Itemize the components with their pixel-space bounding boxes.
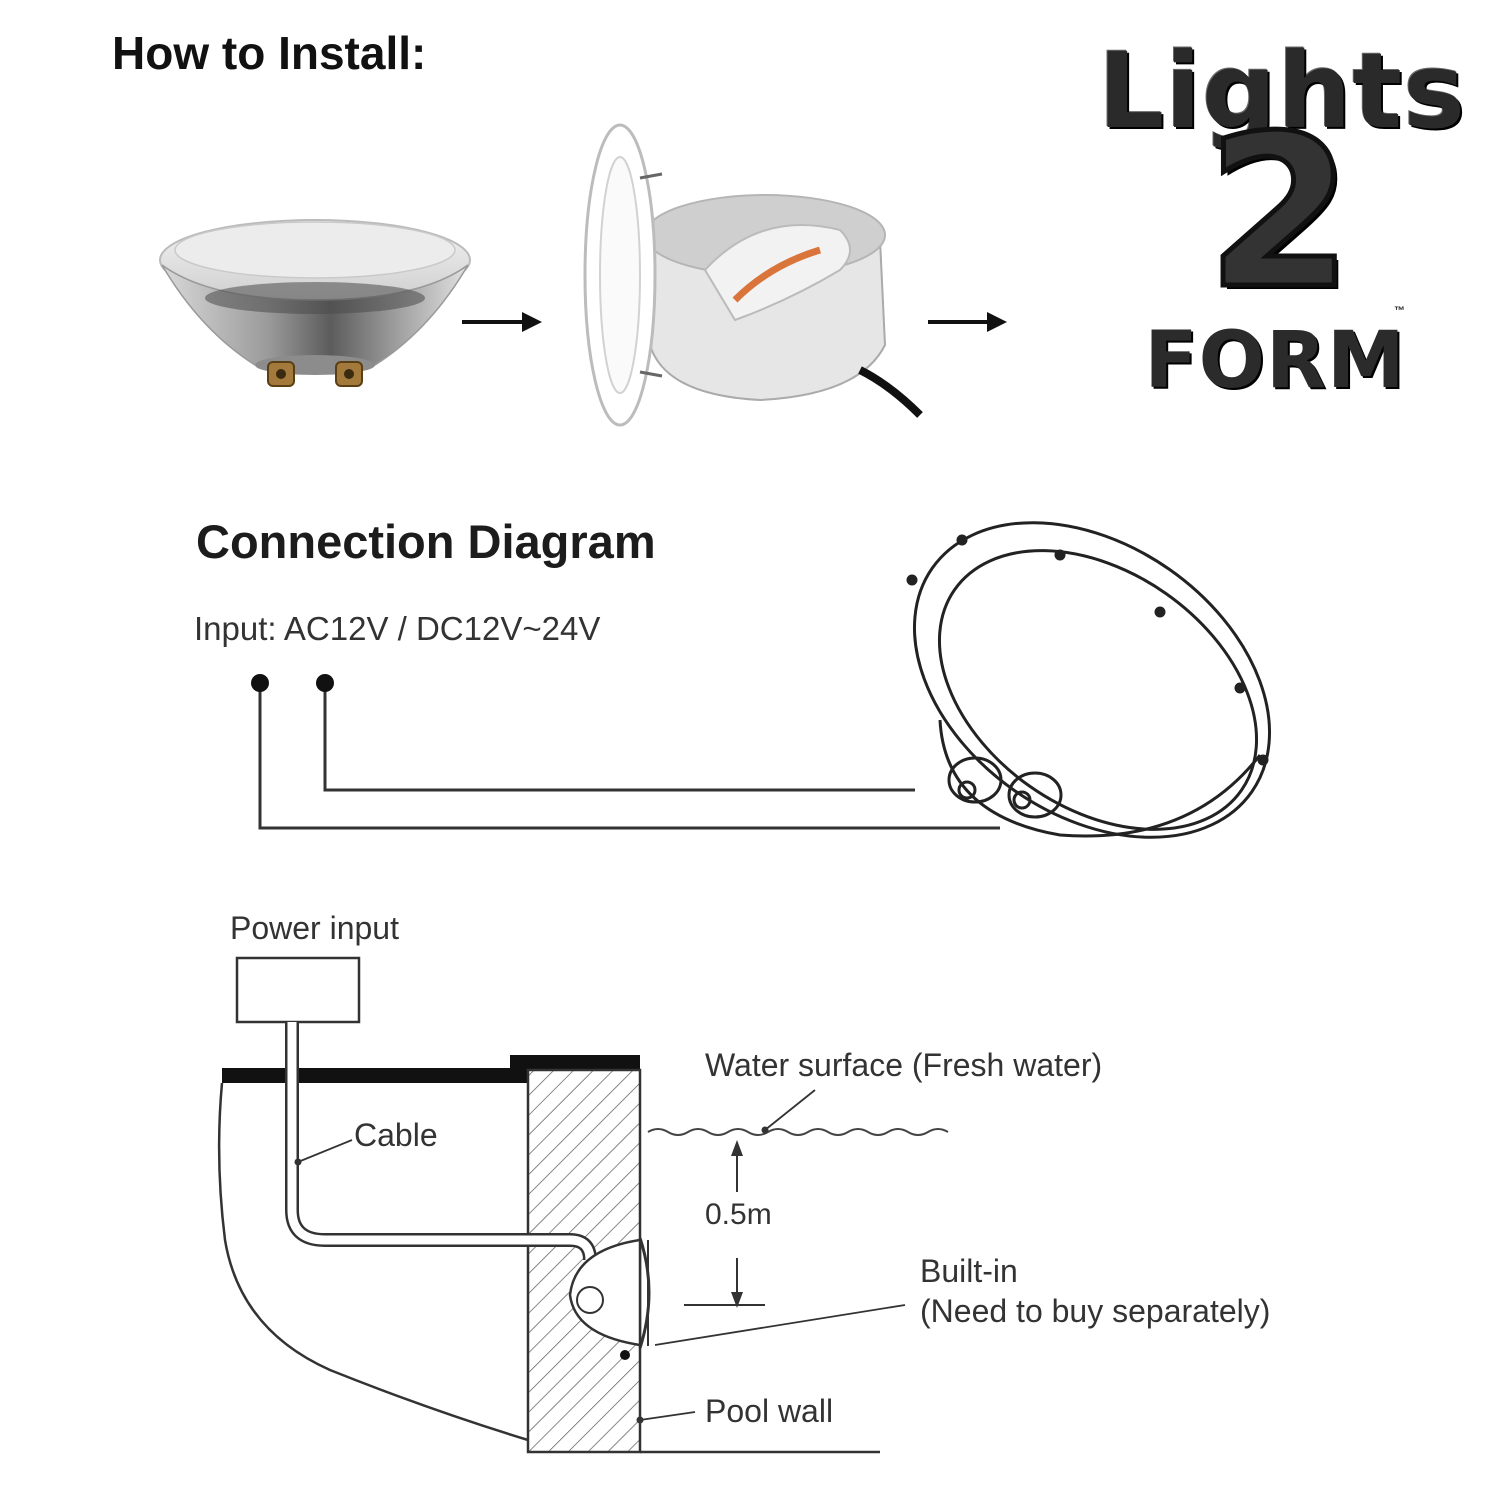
logo-numeral: 2 — [1204, 90, 1355, 335]
terminal-dot — [251, 674, 269, 692]
logo-trademark: ™ — [1394, 305, 1405, 317]
install-title: How to Install: — [112, 27, 427, 79]
logo-word-lights: Lights — [1098, 30, 1467, 152]
led-bulb-photo — [159, 219, 471, 387]
connection-wires — [258, 683, 1000, 830]
pool-cross-section — [217, 956, 949, 1454]
water-surface-label: Water surface (Fresh water) — [705, 1047, 1103, 1083]
built-in-label: Built-in — [920, 1253, 1018, 1289]
built-in-note: (Need to buy separately) — [920, 1293, 1271, 1329]
connection-diagram-title: Connection Diagram — [196, 515, 656, 568]
input-spec-text: Input: AC12V / DC12V~24V — [194, 610, 601, 647]
cable-label: Cable — [354, 1117, 438, 1153]
power-input-label: Power input — [230, 910, 399, 946]
power-input-box — [235, 956, 361, 1024]
lamp-line-drawing — [906, 521, 1272, 839]
depth-label: 0.5m — [705, 1198, 772, 1231]
arrow-right-icon — [462, 312, 542, 332]
logo-word-form: FORM — [1144, 316, 1406, 406]
terminal-dot — [316, 674, 334, 692]
arrow-right-icon — [928, 312, 1007, 332]
pool-wall-label: Pool wall — [705, 1393, 834, 1429]
niche-housing-photo — [583, 123, 923, 427]
